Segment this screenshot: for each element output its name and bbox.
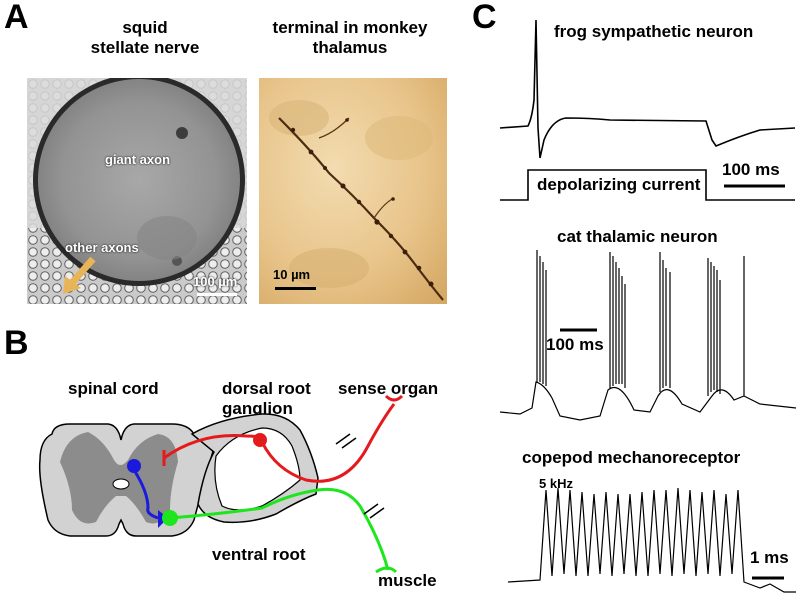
cat-voltage-trace bbox=[499, 250, 797, 421]
stimulus-label: depolarizing current bbox=[537, 175, 701, 194]
muscle-label: muscle bbox=[378, 571, 437, 590]
frog-voltage-trace bbox=[499, 19, 796, 159]
monkey-title-line2: thalamus bbox=[312, 38, 388, 57]
sense-organ-label: sense organ bbox=[338, 379, 439, 398]
cat-neuron-title: cat thalamic neuron bbox=[557, 227, 718, 246]
ventral-root-label: ventral root bbox=[212, 545, 306, 564]
giant-axon-label: giant axon bbox=[105, 152, 171, 167]
drg-label-line1: dorsal root bbox=[222, 379, 311, 398]
squid-nerve-micrograph: giant axon other axons 100 µm bbox=[27, 78, 247, 304]
copepod-voltage-trace bbox=[507, 487, 796, 593]
other-axons-label: other axons bbox=[65, 240, 139, 255]
stimulus-trace bbox=[500, 169, 795, 201]
panel-letter-b: B bbox=[4, 324, 29, 362]
spinal-cord-label: spinal cord bbox=[68, 379, 159, 398]
panel-letter-a: A bbox=[4, 0, 29, 36]
squid-title-line1: squid bbox=[122, 18, 168, 37]
monkey-terminal-micrograph: 10 µm bbox=[259, 78, 447, 304]
drg-label-line2: ganglion bbox=[222, 399, 293, 418]
monkey-terminal-title: terminal in monkey thalamus bbox=[250, 18, 450, 58]
copepod-frequency-label: 5 kHz bbox=[539, 476, 573, 491]
squid-nerve-title: squid stellate nerve bbox=[50, 18, 240, 58]
squid-scale-bar bbox=[197, 293, 237, 296]
drg-label: dorsal root ganglion bbox=[222, 379, 311, 419]
monkey-scale-bar bbox=[275, 287, 316, 290]
cat-scale-label: 100 ms bbox=[546, 335, 604, 355]
squid-title-line2: stellate nerve bbox=[90, 38, 200, 57]
motor-neuron bbox=[169, 487, 398, 574]
other-axons-arrow bbox=[63, 256, 96, 294]
copepod-title: copepod mechanoreceptor bbox=[522, 448, 741, 467]
panel-letter-c: C bbox=[472, 0, 497, 36]
monkey-scale-label: 10 µm bbox=[273, 267, 311, 282]
monkey-title-line1: terminal in monkey bbox=[272, 18, 428, 37]
interneuron bbox=[132, 469, 159, 520]
frog-scale-label: 100 ms bbox=[722, 160, 780, 179]
squid-scale-label: 100 µm bbox=[193, 274, 238, 289]
copepod-scale-label: 1 ms bbox=[750, 548, 789, 567]
frog-neuron-title: frog sympathetic neuron bbox=[554, 22, 754, 41]
